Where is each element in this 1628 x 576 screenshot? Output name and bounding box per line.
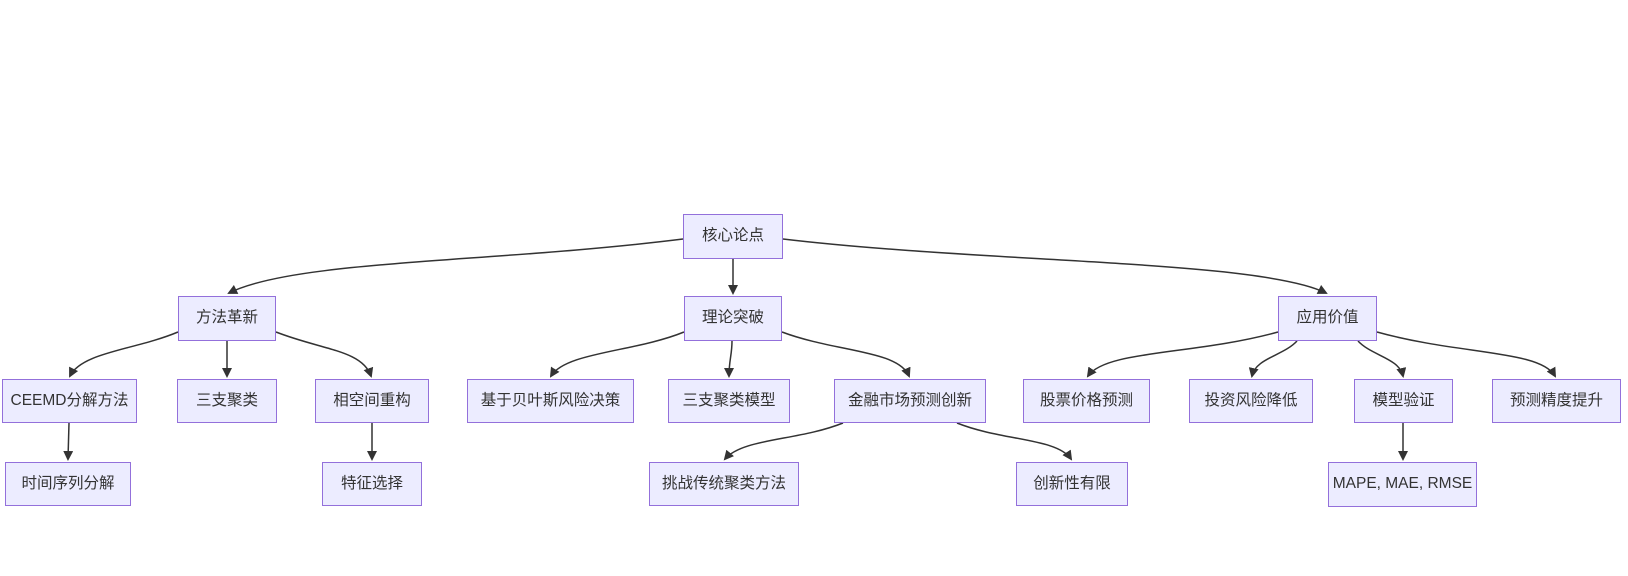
- node-label: 基于贝叶斯风险决策: [480, 391, 621, 409]
- node-threeway: 三支聚类: [177, 379, 277, 423]
- node-label: 方法革新: [195, 309, 258, 327]
- node-label: 挑战传统聚类方法: [661, 474, 786, 492]
- node-theory: 理论突破: [684, 296, 782, 341]
- node-core: 核心论点: [683, 214, 783, 259]
- node-method: 方法革新: [178, 296, 276, 341]
- node-label: 核心论点: [701, 227, 764, 245]
- node-stock: 股票价格预测: [1023, 379, 1150, 423]
- edge-method-to-phase: [275, 331, 374, 378]
- node-label: MAPE, MAE, RMSE: [1332, 475, 1473, 493]
- node-timeseries: 时间序列分解: [5, 462, 131, 506]
- edge-theory-to-finance: [781, 331, 911, 378]
- node-validation: 模型验证: [1354, 379, 1453, 423]
- node-label: 特征选择: [340, 474, 403, 492]
- node-risk: 投资风险降低: [1189, 379, 1313, 423]
- node-application: 应用价值: [1278, 296, 1377, 341]
- node-mape: MAPE, MAE, RMSE: [1328, 462, 1477, 507]
- node-finance: 金融市场预测创新: [834, 379, 986, 423]
- node-label: 股票价格预测: [1039, 391, 1133, 409]
- edge-core-to-method: [227, 238, 684, 294]
- node-label: 三支聚类: [195, 391, 258, 409]
- edge-application-to-risk: [1248, 340, 1298, 378]
- node-label: 金融市场预测创新: [847, 391, 972, 409]
- node-label: 创新性有限: [1033, 474, 1111, 492]
- edge-finance-to-limited: [956, 422, 1073, 461]
- edge-application-to-stock: [1086, 331, 1279, 378]
- edge-method-to-ceemd: [69, 331, 179, 378]
- node-label: 投资风险降低: [1204, 391, 1298, 409]
- edge-application-to-validation: [1357, 340, 1407, 378]
- node-label: 时间序列分解: [21, 474, 115, 492]
- edge-theory-to-twmodel: [724, 340, 735, 378]
- node-phase: 相空间重构: [315, 379, 429, 423]
- edge-core-to-application: [782, 238, 1328, 294]
- node-accuracy: 预测精度提升: [1492, 379, 1621, 423]
- node-challenge: 挑战传统聚类方法: [649, 462, 799, 506]
- edge-ceemd-to-timeseries: [63, 422, 74, 461]
- node-limited: 创新性有限: [1016, 462, 1128, 506]
- node-label: 预测精度提升: [1509, 391, 1603, 409]
- edge-finance-to-challenge: [723, 422, 844, 461]
- edge-theory-to-bayes: [549, 331, 685, 378]
- node-feature: 特征选择: [322, 462, 422, 506]
- edge-application-to-accuracy: [1376, 331, 1557, 378]
- node-label: 相空间重构: [333, 391, 411, 409]
- node-label: CEEMD分解方法: [10, 391, 129, 409]
- node-label: 三支聚类模型: [682, 391, 776, 409]
- node-label: 应用价值: [1296, 309, 1359, 327]
- node-ceemd: CEEMD分解方法: [2, 379, 137, 423]
- node-label: 模型验证: [1372, 391, 1435, 409]
- node-label: 理论突破: [701, 309, 764, 327]
- node-twmodel: 三支聚类模型: [668, 379, 790, 423]
- node-bayes: 基于贝叶斯风险决策: [467, 379, 634, 423]
